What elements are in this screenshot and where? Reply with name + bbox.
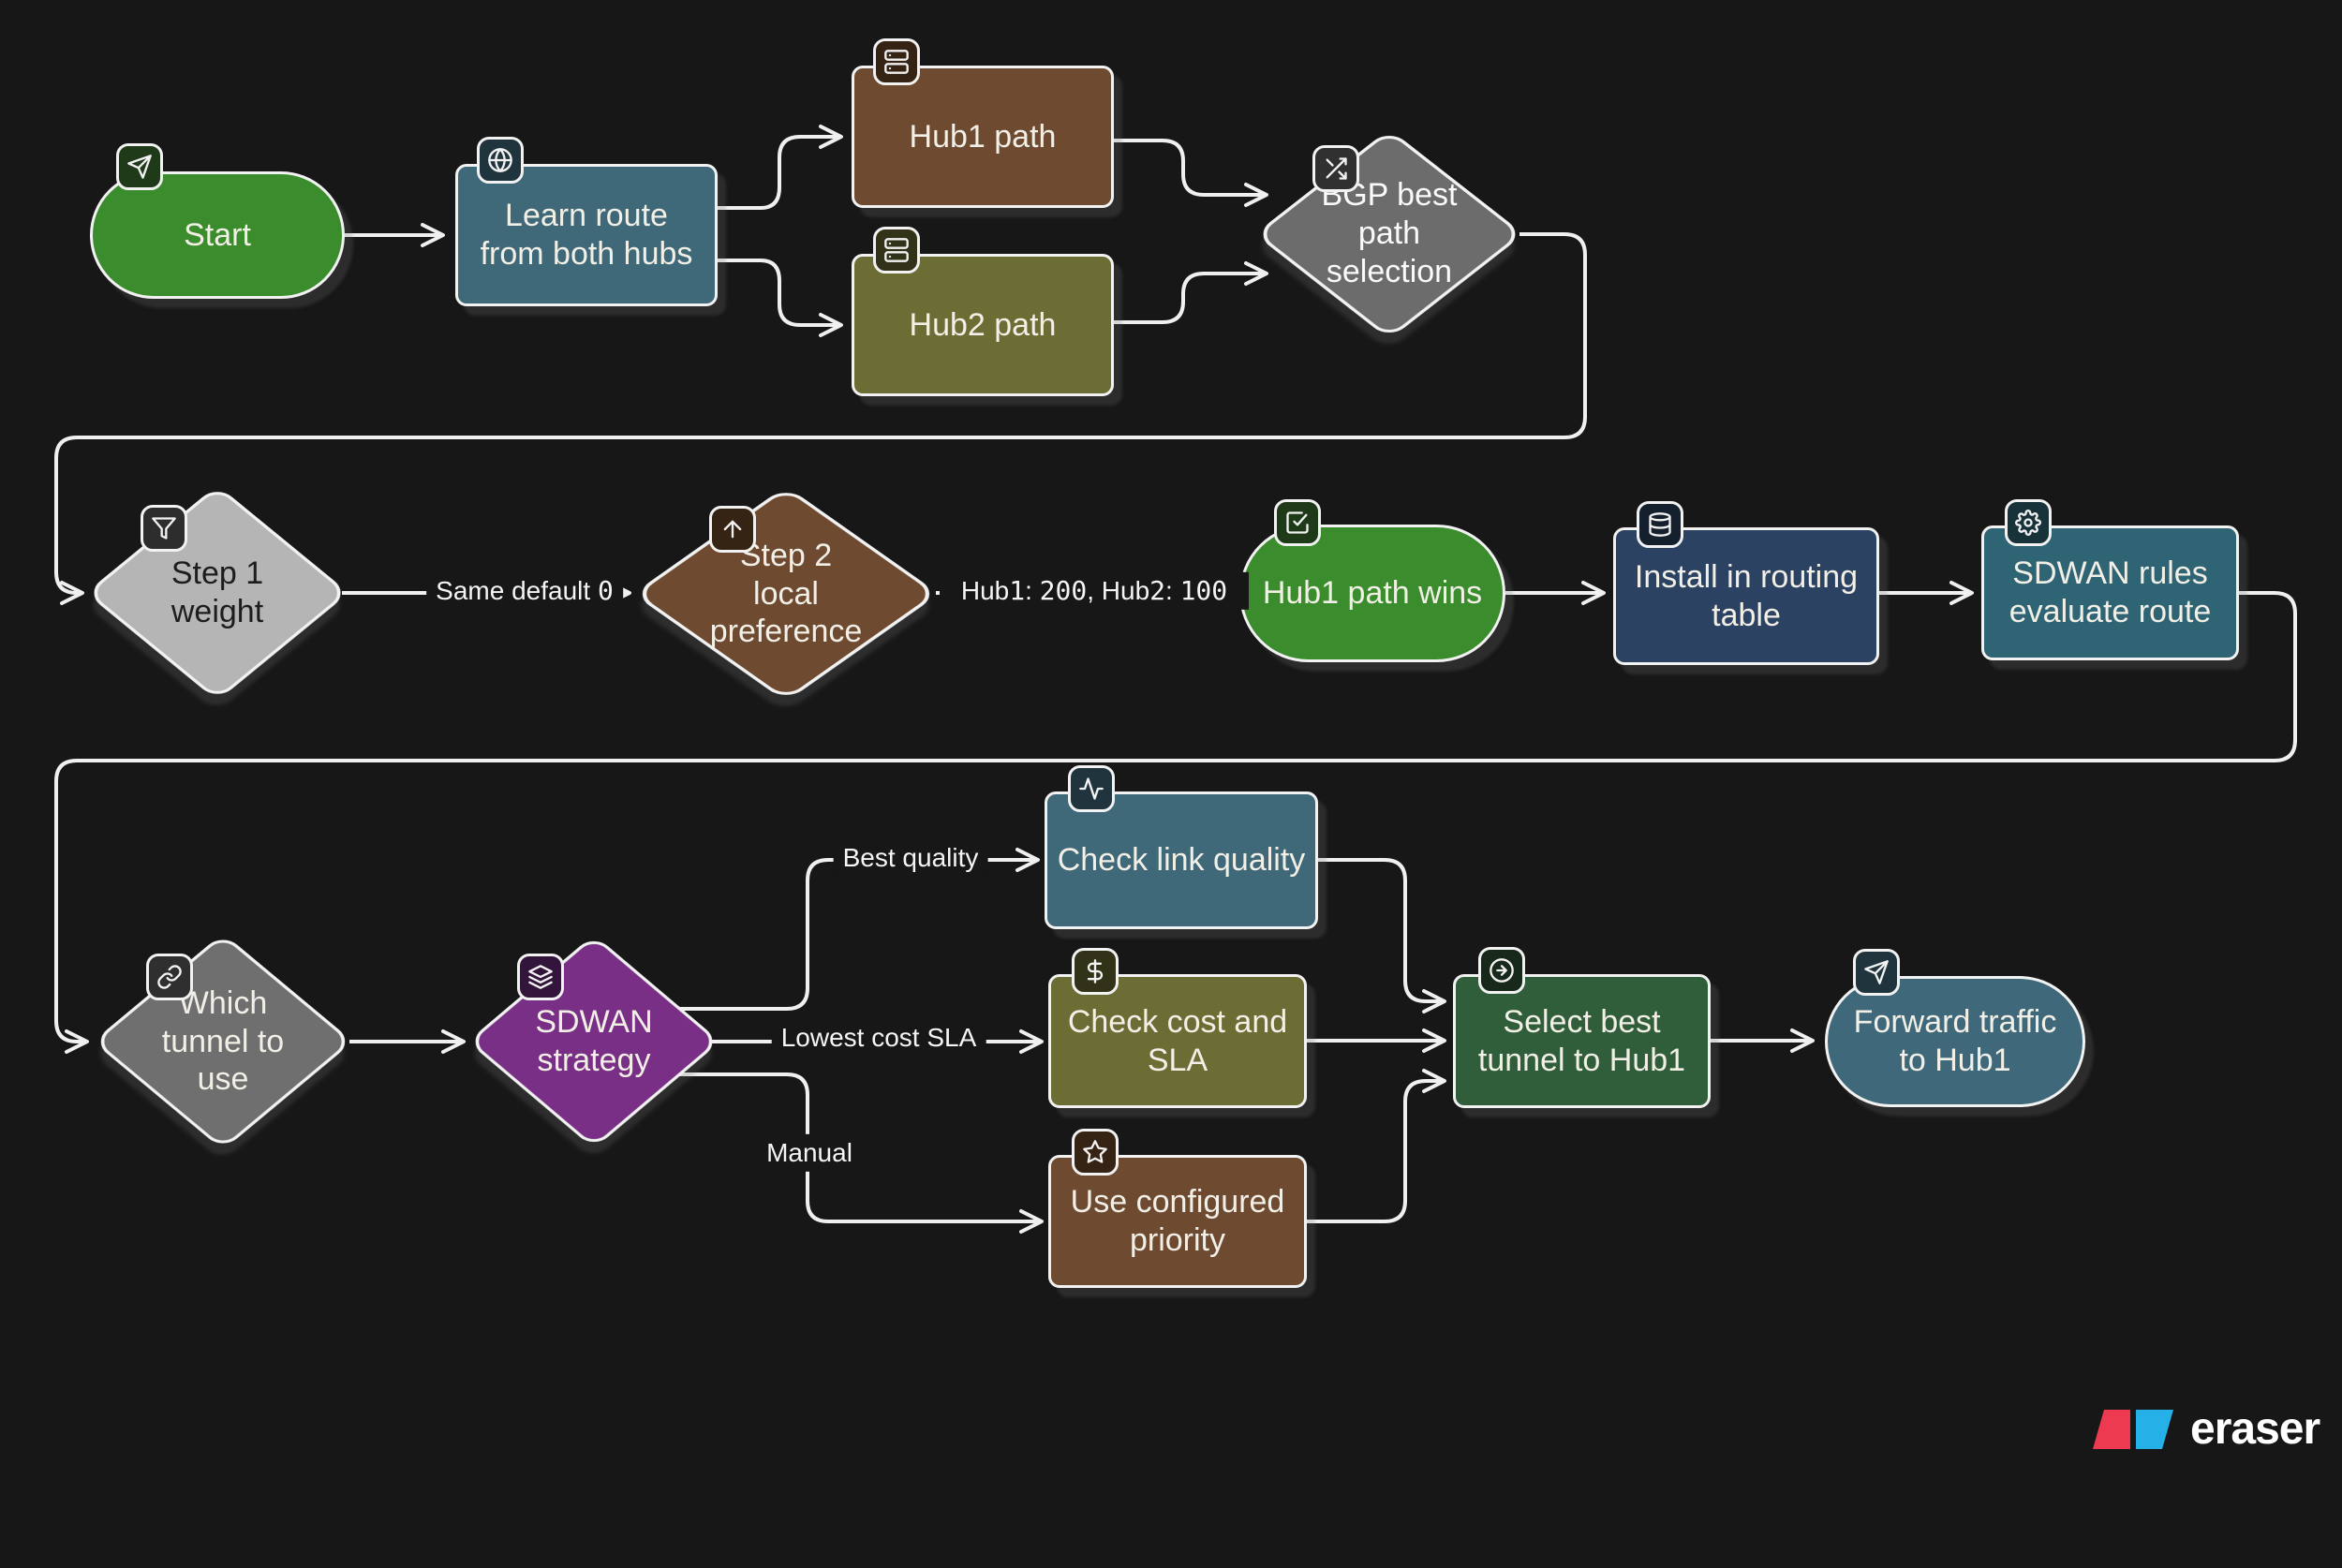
send-icon: [1853, 949, 1900, 996]
node-forward-traffic[interactable]: Forward traffic to Hub1: [1825, 949, 2085, 1107]
shuffle-icon: [1312, 145, 1359, 192]
node-label: BGP best path selection: [1321, 177, 1458, 289]
node-label: Check link quality: [1057, 842, 1306, 879]
node-label: Step 1 weight: [170, 555, 264, 629]
check-square-icon: [1274, 499, 1321, 546]
edge-hub2-bgp[interactable]: [1114, 261, 1268, 324]
node-start[interactable]: Start: [90, 143, 345, 299]
database-icon: [1637, 501, 1683, 548]
filter-icon: [141, 505, 187, 552]
edge-learn-hub2[interactable]: [718, 259, 843, 337]
node-hub1-path-wins[interactable]: Hub1 path wins: [1239, 499, 1505, 662]
edge-bgp-step1[interactable]: [54, 232, 1587, 605]
server-icon: [873, 227, 920, 274]
edge-learn-hub1[interactable]: [718, 125, 843, 210]
activity-icon: [1068, 765, 1115, 812]
node-install-routing-table[interactable]: Install in routing table: [1613, 501, 1879, 665]
node-check-link-quality[interactable]: Check link quality: [1045, 765, 1318, 929]
star-icon: [1072, 1129, 1119, 1176]
node-use-configured-priority[interactable]: Use configured priority: [1048, 1129, 1307, 1288]
edge-label-lowest-cost[interactable]: Lowest cost SLA: [771, 1018, 986, 1058]
node-label: Start: [184, 216, 251, 253]
node-bgp-best-path[interactable]: BGP best path selection: [1254, 128, 1524, 339]
node-sdwan-rules-evaluate[interactable]: SDWAN rules evaluate route: [1981, 499, 2239, 660]
globe-icon: [477, 137, 524, 184]
node-label: Hub1 path: [909, 118, 1057, 155]
node-label: Which tunnel to use: [161, 984, 285, 1098]
node-label: SDWAN rules evaluate route: [2008, 555, 2212, 629]
node-label: Step 2 local preference: [709, 537, 863, 650]
link-icon: [146, 954, 193, 1000]
node-select-best-tunnel[interactable]: Select best tunnel to Hub1: [1453, 947, 1711, 1108]
edge-hub1-bgp[interactable]: [1114, 139, 1268, 207]
edge-priority-selectbest[interactable]: [1307, 1069, 1446, 1223]
edge-quality-selectbest[interactable]: [1318, 858, 1446, 1013]
node-label: Forward traffic to Hub1: [1853, 1004, 2057, 1078]
node-label: Check cost and SLA: [1067, 1003, 1288, 1078]
node-label: Learn route from both hubs: [480, 198, 693, 272]
edge-label-best-quality[interactable]: Best quality: [833, 838, 988, 878]
node-learn-route[interactable]: Learn route from both hubs: [455, 137, 718, 306]
eraser-logo-text: eraser: [2190, 1404, 2320, 1454]
node-sdwan-strategy[interactable]: SDWAN strategy: [467, 934, 721, 1149]
eraser-watermark: eraser: [2091, 1403, 2320, 1455]
gear-icon: [2005, 499, 2052, 546]
node-label: SDWAN strategy: [535, 1004, 653, 1078]
arrow-up-icon: [709, 506, 756, 553]
node-step1-weight[interactable]: Step 1 weight: [85, 484, 349, 702]
node-label: Select best tunnel to Hub1: [1477, 1003, 1686, 1078]
layers-icon: [517, 954, 564, 1000]
node-hub2-path[interactable]: Hub2 path: [852, 227, 1114, 396]
node-step2-local-preference[interactable]: Step 2 local preference: [632, 485, 940, 703]
node-label: Install in routing table: [1634, 558, 1859, 633]
node-which-tunnel[interactable]: Which tunnel to use: [92, 933, 354, 1150]
edge-label-manual[interactable]: Manual: [757, 1133, 862, 1173]
dollar-icon: [1072, 948, 1119, 995]
node-check-cost-sla[interactable]: Check cost and SLA: [1048, 948, 1307, 1108]
node-label: Hub2 path: [909, 306, 1057, 343]
send-icon: [116, 143, 163, 190]
eraser-logo-icon: [2093, 1409, 2173, 1449]
edge-strategy-quality[interactable]: [670, 848, 1040, 1011]
node-hub1-path[interactable]: Hub1 path: [852, 38, 1114, 208]
server-icon: [873, 38, 920, 85]
edge-sdwanrules-whichtunnel[interactable]: [54, 591, 2297, 1054]
node-label: Hub1 path wins: [1262, 575, 1483, 612]
arrow-right-circle-icon: [1478, 947, 1525, 994]
edge-label-same-default[interactable]: Same default 0: [426, 571, 623, 611]
node-label: Use configured priority: [1070, 1184, 1285, 1258]
edge-label-local-preference[interactable]: Hub1: 200, Hub2: 100: [940, 571, 1249, 611]
